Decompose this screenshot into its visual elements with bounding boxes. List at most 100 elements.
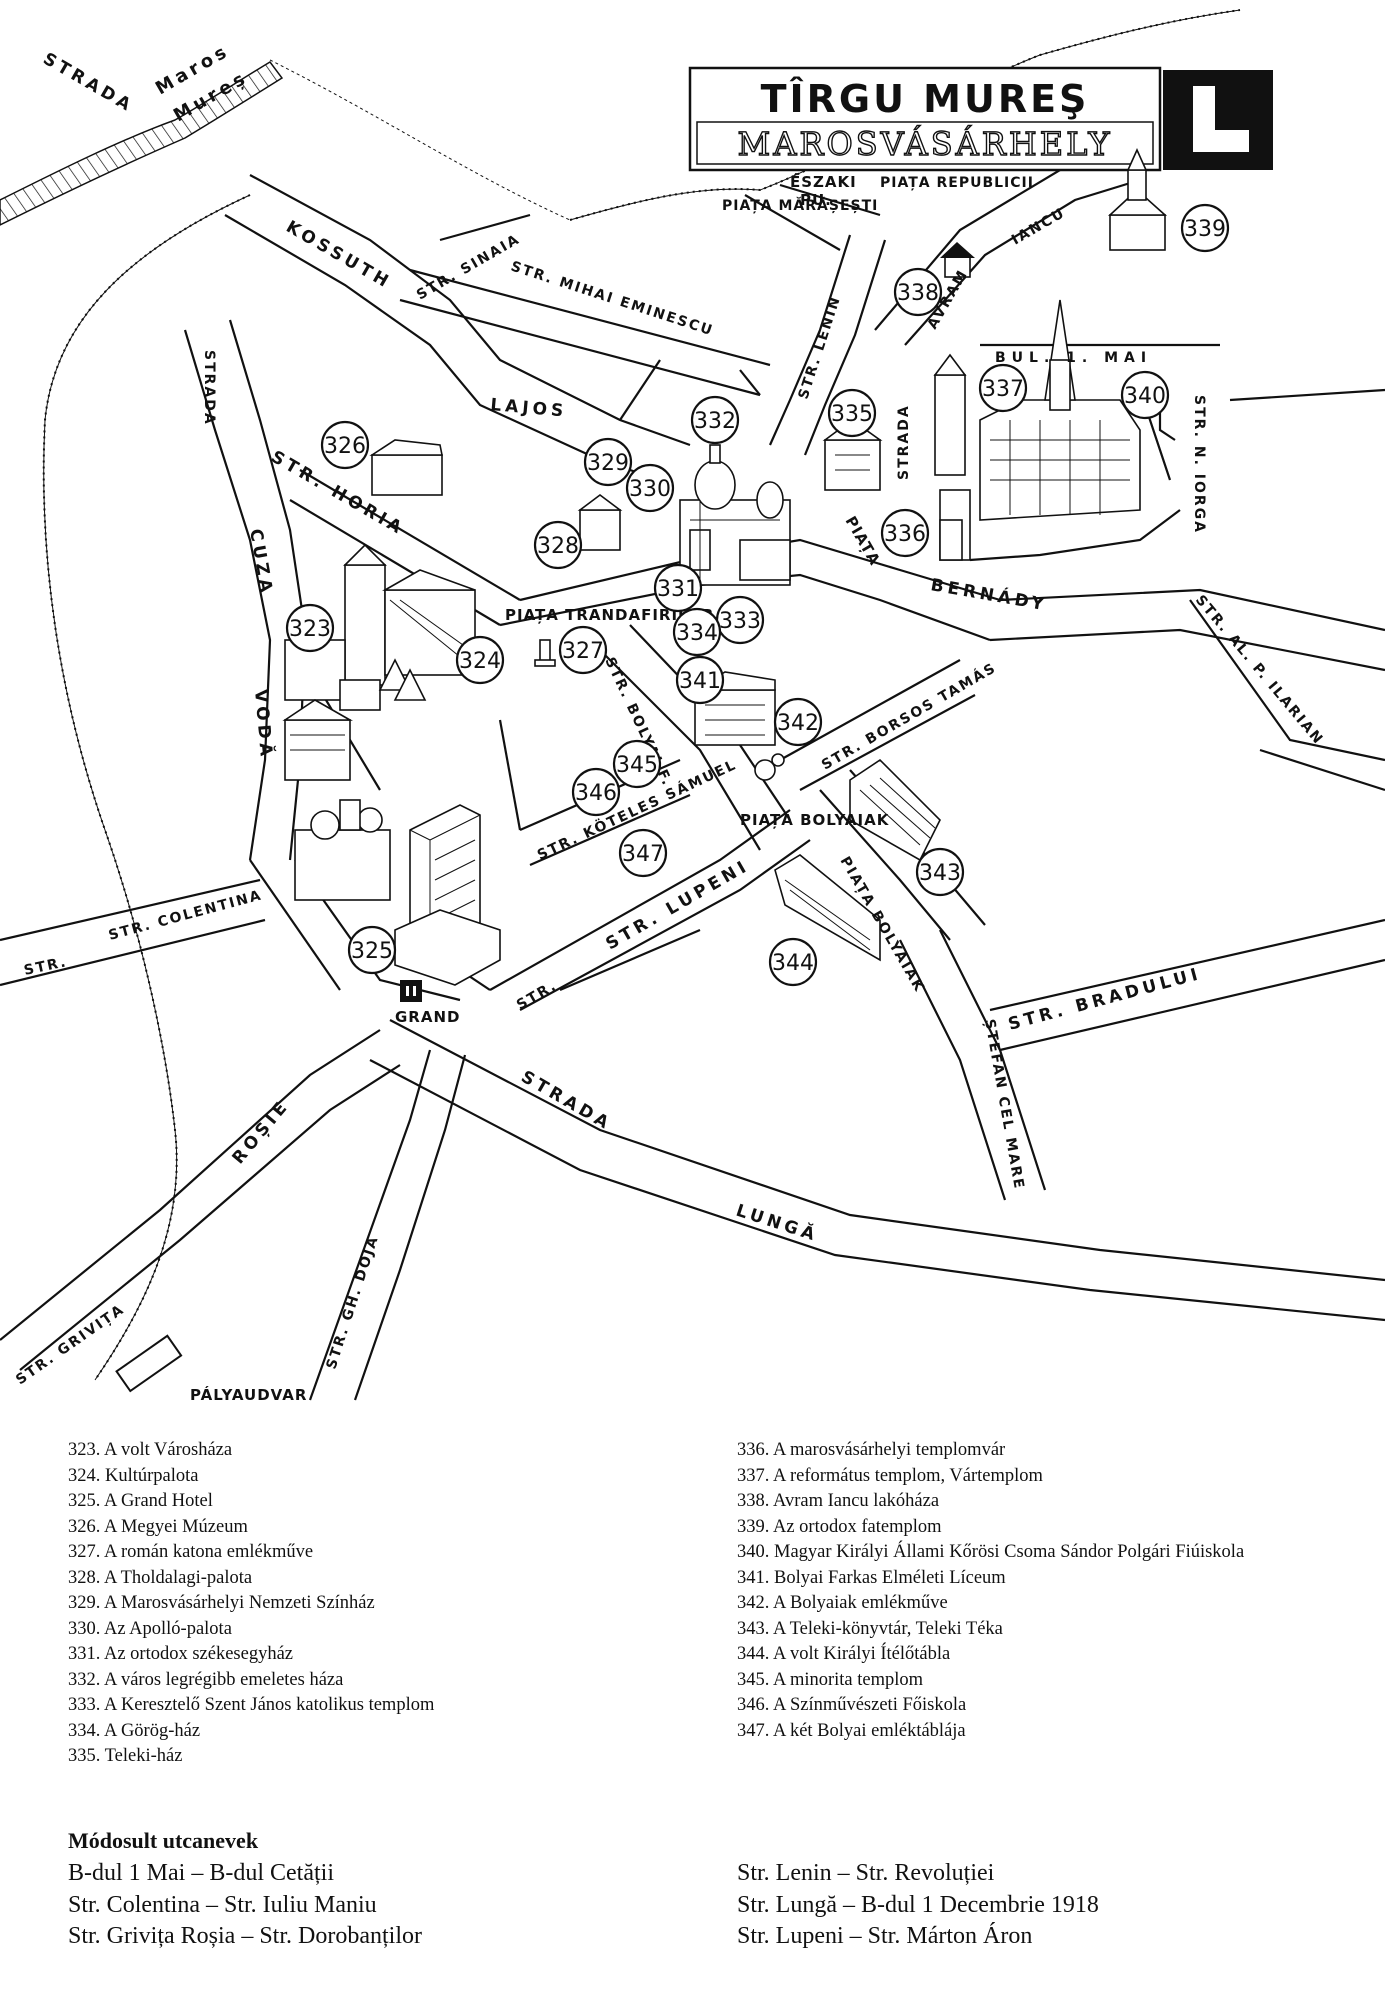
legend-item: 333. A Keresztelő Szent János katolikus … [68, 1695, 435, 1715]
marker-circle [880, 508, 930, 558]
building-337-church [933, 299, 1181, 562]
marker-number: 330 [629, 477, 671, 502]
marker-number: 327 [562, 639, 604, 664]
map-markers: 3233243253263273283293303313323333343353… [285, 203, 1230, 987]
trees [378, 658, 427, 701]
buildings [282, 148, 1181, 1002]
map-marker-335[interactable]: 335 [827, 388, 877, 438]
legend-item: 326. A Megyei Múzeum [68, 1516, 248, 1537]
label-lunga: LUNGĂ [733, 1199, 821, 1246]
label-piata-republicii: PIAȚA REPUBLICII [880, 175, 1034, 191]
marker-number: 337 [982, 377, 1024, 402]
map-marker-338[interactable]: 338 [893, 267, 943, 317]
legend-item: 329. A Marosvásárhelyi Nemzeti Színház [68, 1593, 375, 1613]
map-marker-325[interactable]: 325 [347, 925, 397, 975]
marker-circle [320, 420, 370, 470]
map-marker-332[interactable]: 332 [690, 395, 740, 445]
label-palyaudvar: PÁLYAUDVAR [190, 1385, 307, 1404]
map-marker-324[interactable]: 324 [455, 635, 505, 685]
building-343-library [849, 758, 941, 862]
building-339-church [1107, 148, 1168, 251]
building-338 [940, 242, 975, 278]
marker-circle [672, 607, 722, 657]
map-marker-342[interactable]: 342 [773, 697, 823, 747]
label-alp-ilarian: STR. AL. P. ILARIAN [1192, 592, 1327, 748]
map-marker-345[interactable]: 345 [612, 739, 662, 789]
map-marker-329[interactable]: 329 [583, 437, 633, 487]
legend-item: 335. Teleki-ház [68, 1746, 183, 1766]
marker-number: 325 [351, 939, 393, 964]
legend-item: 345. A minorita templom [737, 1669, 924, 1690]
marker-number: 346 [575, 781, 617, 806]
street-change-item: Str. Colentina – Str. Iuliu Maniu [68, 1891, 377, 1918]
legend-item: 327. A román katona emlékműve [68, 1542, 314, 1562]
building-327-monument [534, 639, 556, 667]
map-marker-326[interactable]: 326 [320, 420, 370, 470]
label-strada-cuza: STRADA [201, 350, 217, 426]
map-marker-330[interactable]: 330 [625, 463, 675, 513]
map-marker-339[interactable]: 339 [1180, 203, 1230, 253]
map-marker-340[interactable]: 340 [1120, 370, 1170, 420]
marker-number: 334 [676, 621, 718, 646]
map-marker-347[interactable]: 347 [618, 828, 668, 878]
legend-item: 340. Magyar Királyi Állami Kőrösi Csoma … [737, 1542, 1245, 1562]
marker-circle [285, 603, 335, 653]
map-title-box [688, 66, 1273, 172]
label-borsos: STR. BORSOS TAMÁS [819, 659, 1000, 773]
street-change-item: Str. Grivița Roșia – Str. Dorobanților [68, 1923, 422, 1949]
marker-circle [533, 520, 583, 570]
map-marker-323[interactable]: 323 [285, 603, 335, 653]
legend-item: 336. A marosvásárhelyi templomvár [737, 1440, 1006, 1460]
map-marker-341[interactable]: 341 [675, 655, 725, 705]
label-strada-lunga: STRADA [518, 1067, 616, 1135]
building-336-tower [939, 519, 963, 561]
legend-item: 324. Kultúrpalota [68, 1465, 199, 1486]
map-marker-343[interactable]: 343 [915, 847, 965, 897]
map-marker-346[interactable]: 346 [571, 767, 621, 817]
label-avram-strada: STRADA [896, 404, 912, 480]
map-marker-344[interactable]: 344 [768, 937, 818, 987]
marker-number: 339 [1184, 217, 1226, 242]
railway-station [115, 1334, 183, 1393]
label-str-left: STR. [23, 954, 69, 979]
map-marker-327[interactable]: 327 [558, 625, 608, 675]
label-colentina: STR. COLENTINA [107, 887, 264, 943]
legend-item: 325. A Grand Hotel [68, 1491, 213, 1511]
marker-number: 336 [884, 522, 926, 547]
building-328-329 [577, 494, 623, 551]
changes-title: Módosult utcanevek [68, 1828, 259, 1853]
label-grand: GRAND [395, 1008, 460, 1026]
map-marker-328[interactable]: 328 [533, 520, 583, 570]
label-piata-bolyaiak: PIAȚA BOLYAIAK [740, 811, 890, 829]
marker-circle [915, 847, 965, 897]
label-eszaki: ÉSZAKI [790, 172, 857, 191]
label-str-lupeni-right: STR. [514, 978, 560, 1014]
label-sinaia: STR. SINAIA [414, 231, 523, 303]
marker-number: 323 [289, 617, 331, 642]
map-marker-333[interactable]: 333 [715, 595, 765, 645]
marker-circle [978, 363, 1028, 413]
building-voda [282, 699, 354, 781]
marker-number: 324 [459, 649, 501, 674]
building-326 [369, 439, 443, 496]
marker-number: 328 [537, 534, 579, 559]
legend-item: 346. A Színművészeti Főiskola [737, 1695, 967, 1715]
marker-circle [558, 625, 608, 675]
legend-item: 334. A Görög-ház [68, 1720, 201, 1741]
map-marker-336[interactable]: 336 [880, 508, 930, 558]
marker-circle [347, 925, 397, 975]
label-pu: PU. [800, 191, 832, 209]
marker-circle [618, 828, 668, 878]
street-change-item: Str. Lungă – B-dul 1 Decembrie 1918 [737, 1891, 1099, 1918]
map-marker-334[interactable]: 334 [672, 607, 722, 657]
street-change-item: Str. Lenin – Str. Revoluției [737, 1860, 995, 1886]
label-piata-bernady: PIAȚA [842, 513, 885, 569]
marker-circle [571, 767, 621, 817]
label-voda: VODĂ [250, 689, 278, 761]
legend-item: 323. A volt Városháza [68, 1440, 233, 1460]
map-marker-331[interactable]: 331 [653, 563, 703, 613]
map-marker-337[interactable]: 337 [978, 363, 1028, 413]
marker-circle [612, 739, 662, 789]
marker-number: 338 [897, 281, 939, 306]
